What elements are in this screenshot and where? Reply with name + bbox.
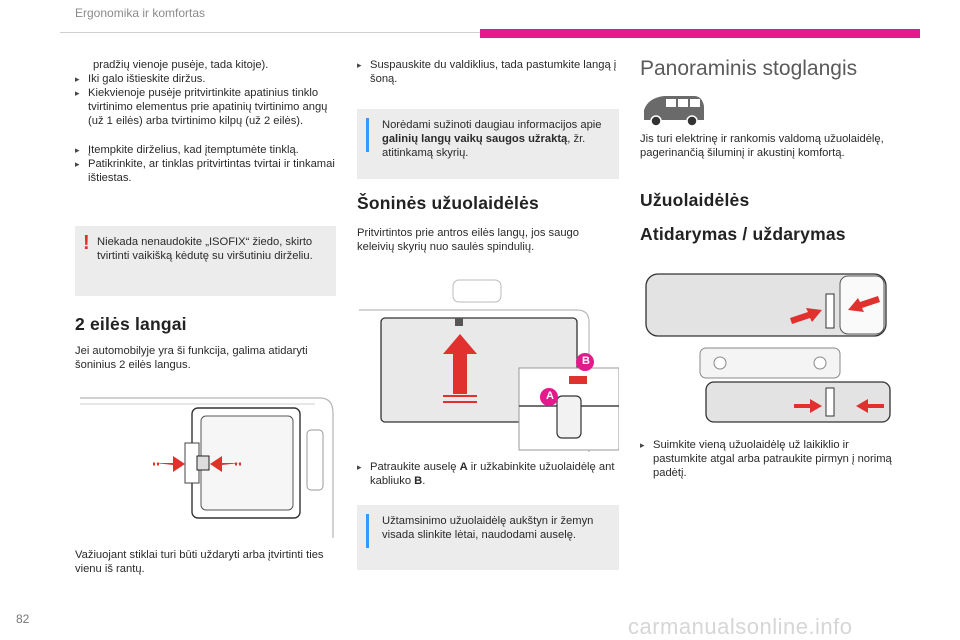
warning-icon: ! <box>83 232 90 254</box>
info-box: Norėdami sužinoti daugiau informacijos a… <box>357 109 619 179</box>
bullet-text-part: ir užkabinkite užuolaidėlę ant kabliuko <box>370 461 615 488</box>
bullet-text: Suimkite vieną užuolaidėlę už laikiklio … <box>653 439 892 480</box>
bullet-text-bold: B <box>414 475 423 488</box>
info-text-part: , žr. atitinkamą skyrių. <box>382 133 586 160</box>
bullet-arrow-icon: ▸ <box>640 440 645 450</box>
bullet-text-part: Patraukite auselę <box>370 461 460 473</box>
info-box: Užtamsinimo užuolaidėlę aukštyn ir žemyn… <box>357 505 619 570</box>
bullet-text: Suspauskite du valdiklius, tada pastumki… <box>370 59 617 86</box>
side-blind-illustration <box>359 279 619 452</box>
section-heading: Atidarymas / uždarymas <box>640 224 846 244</box>
bullet-item: ▸ Suspauskite du valdiklius, tada pastum… <box>357 58 619 86</box>
info-text-bold: galinių langų vaikų saugos užraktą <box>382 133 568 146</box>
bullet-arrow-icon: ▸ <box>75 88 80 98</box>
paragraph: Jei automobilyje yra ši funkcija, galima… <box>75 345 308 372</box>
bullet-item: ▸ Iki galo ištieskite diržus. <box>75 72 340 86</box>
section-heading: Užuolaidėlės <box>640 190 750 210</box>
warning-box: ! Niekada nenaudokite „ISOFIX“ žiedo, sk… <box>75 226 336 296</box>
bullet-arrow-icon: ▸ <box>75 74 80 84</box>
bullet-item: ▸ Kiekvienoje pusėje pritvirtinkite apat… <box>75 86 340 129</box>
info-text: Užtamsinimo užuolaidėlę aukštyn ir žemyn… <box>382 515 594 542</box>
info-icon <box>366 118 369 152</box>
bullet-text: Kiekvienoje pusėje pritvirtinkite apatin… <box>88 87 328 128</box>
header-accent-bar <box>480 29 920 38</box>
bullet-item: ▸ Patraukite auselę A ir užkabinkite užu… <box>357 460 619 488</box>
continued-text: pradžių vienoje pusėje, tada kitoje). <box>93 59 269 71</box>
bullet-item: ▸ Patikrinkite, ar tinklas pritvirtintas… <box>75 157 340 185</box>
bullet-text: Patikrinkite, ar tinklas pritvirtintas t… <box>88 158 335 185</box>
bullet-text: Iki galo ištieskite diržus. <box>88 73 206 85</box>
section-heading: Šoninės užuolaidėlės <box>357 193 539 213</box>
section-heading: 2 eilės langai <box>75 314 187 334</box>
bullet-arrow-icon: ▸ <box>75 145 80 155</box>
info-text: Norėdami sužinoti daugiau informacijos a… <box>382 118 610 161</box>
bullet-item: ▸ Suimkite vieną užuolaidėlę už laikikli… <box>640 438 902 481</box>
bullet-item: ▸ Įtempkite dirželius, kad įtemptumėte t… <box>75 143 340 157</box>
bullet-text: Patraukite auselę A ir užkabinkite užuol… <box>370 460 619 488</box>
bullet-text-part: . <box>422 475 426 488</box>
paragraph: Jis turi elektrinę ir rankomis valdomą u… <box>640 133 884 160</box>
watermark: carmanualsonline.info <box>628 614 853 639</box>
info-icon <box>366 514 369 548</box>
bullet-text-bold: A <box>459 461 468 473</box>
page-number: 82 <box>16 612 30 626</box>
bullet-text: Įtempkite dirželius, kad įtemptumėte tin… <box>88 144 299 156</box>
paragraph: Važiuojant stiklai turi būti uždaryti ar… <box>75 549 324 576</box>
rear-window-illustration <box>80 397 334 538</box>
bullet-arrow-icon: ▸ <box>357 462 362 472</box>
info-text-part: Norėdami sužinoti daugiau informacijos a… <box>382 119 602 131</box>
page-title: Panoraminis stoglangis <box>640 57 858 80</box>
paragraph: Pritvirtintos prie antros eilės langų, j… <box>357 227 579 254</box>
car-icon <box>644 96 704 127</box>
sunroof-illustration <box>645 273 891 423</box>
label-b: B <box>582 355 590 367</box>
warning-text: Niekada nenaudokite „ISOFIX“ žiedo, skir… <box>97 236 313 263</box>
bullet-arrow-icon: ▸ <box>357 60 362 70</box>
label-a: A <box>546 390 554 402</box>
bullet-arrow-icon: ▸ <box>75 159 80 169</box>
header-divider <box>60 32 480 33</box>
section-header: Ergonomika ir komfortas <box>75 6 206 20</box>
